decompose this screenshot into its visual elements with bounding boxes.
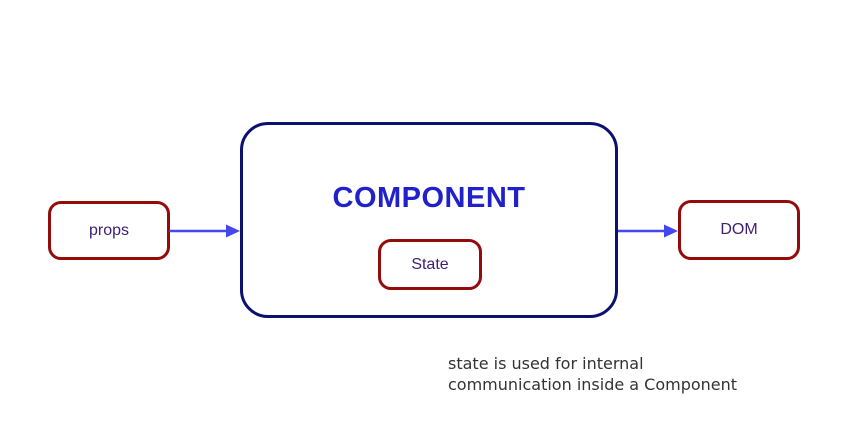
caption-line-2: communication inside a Component bbox=[448, 375, 738, 394]
state-node-label: State bbox=[411, 255, 449, 273]
component-node bbox=[240, 122, 618, 318]
state-node: State bbox=[378, 239, 482, 290]
caption-line-1: state is used for internal bbox=[448, 354, 644, 373]
props-to-component-arrow-icon bbox=[169, 224, 240, 238]
props-node-label: props bbox=[88, 221, 130, 239]
dom-node-label: DOM bbox=[720, 221, 758, 238]
dom-node: DOM bbox=[678, 200, 800, 260]
props-node: props bbox=[48, 201, 170, 260]
component-node-label: COMPONENT bbox=[332, 182, 526, 214]
component-to-dom-arrow-icon bbox=[618, 224, 678, 238]
caption: state is used for internal communication… bbox=[448, 353, 737, 395]
